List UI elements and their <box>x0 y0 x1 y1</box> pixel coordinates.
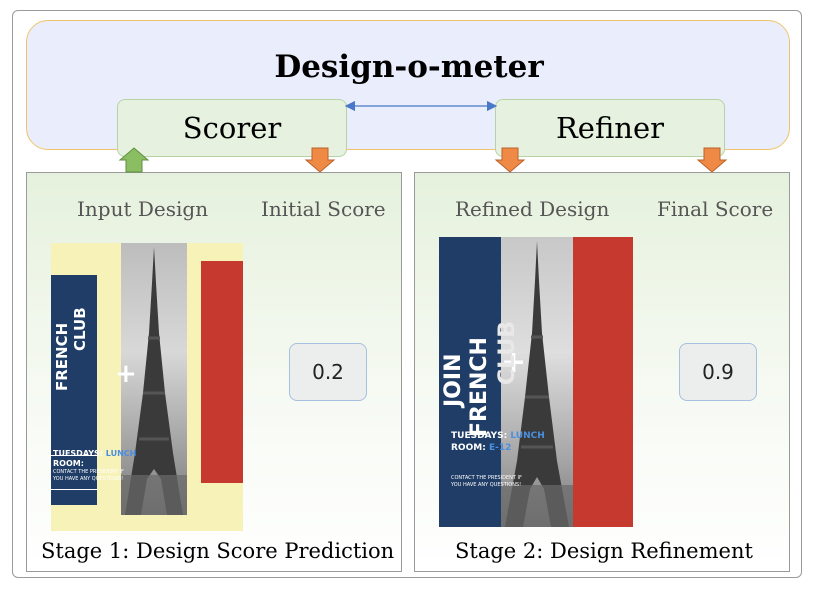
poster-photo-strip <box>501 237 573 527</box>
refiner-to-refined-design-arrow <box>494 147 526 173</box>
poster-divider <box>51 489 97 490</box>
stage2-panel: Refined Design Final Score + JOIN FRENCH… <box>414 172 790 572</box>
stage2-caption: Stage 2: Design Refinement <box>455 539 753 563</box>
poster-contact-line2: YOU HAVE ANY QUESTIONS! <box>53 476 124 482</box>
poster-contact-line2: YOU HAVE ANY QUESTIONS! <box>451 482 522 488</box>
poster-navy-panel <box>51 275 97 505</box>
poster-tuesdays: TUESDAYS: LUNCH <box>451 431 545 441</box>
refined-design-poster: + JOIN FRENCH CLUB TUESDAYS: LUNCH ROOM:… <box>439 237 633 527</box>
eiffel-tower-icon <box>501 241 573 527</box>
input-to-scorer-arrow <box>118 147 150 173</box>
poster-plus-glyph: + <box>501 345 527 380</box>
poster-tuesdays: TUESDAYS: LUNCH <box>53 449 137 458</box>
poster-plus-glyph: + <box>115 359 137 389</box>
poster-red-panel <box>573 237 633 527</box>
input-design-poster: + FRENCH CLUB TUESDAYS: LUNCH ROOM: CONT… <box>51 243 243 531</box>
diagram-title: Design-o-meter <box>274 49 544 85</box>
stage1-panel: Input Design Initial Score + FRENCH CLUB… <box>26 172 402 572</box>
poster-room: ROOM: E-12 <box>451 443 512 453</box>
eiffel-tower-icon <box>121 247 187 515</box>
poster-contact-line1: CONTACT THE PRESIDENT IF <box>53 469 124 475</box>
poster-red-panel <box>201 261 243 483</box>
input-design-label: Input Design <box>77 197 209 221</box>
refiner-to-final-score-arrow <box>696 147 728 173</box>
final-score-box: 0.9 <box>679 343 757 401</box>
poster-photo-strip <box>121 243 187 515</box>
refined-design-label: Refined Design <box>455 197 610 221</box>
scorer-module: Scorer <box>117 99 347 157</box>
poster-contact-line1: CONTACT THE PRESIDENT IF <box>451 475 522 481</box>
initial-score-label: Initial Score <box>261 197 386 221</box>
poster-divider <box>51 455 97 456</box>
design-o-meter-panel: Design-o-meter Scorer Refiner <box>26 20 790 157</box>
stage1-caption: Stage 1: Design Score Prediction <box>41 539 395 563</box>
final-score-label: Final Score <box>657 197 774 221</box>
scorer-to-initial-score-arrow <box>304 147 336 173</box>
initial-score-box: 0.2 <box>289 343 367 401</box>
poster-room: ROOM: <box>53 459 84 468</box>
outer-frame <box>12 10 802 578</box>
refiner-module: Refiner <box>495 99 725 157</box>
